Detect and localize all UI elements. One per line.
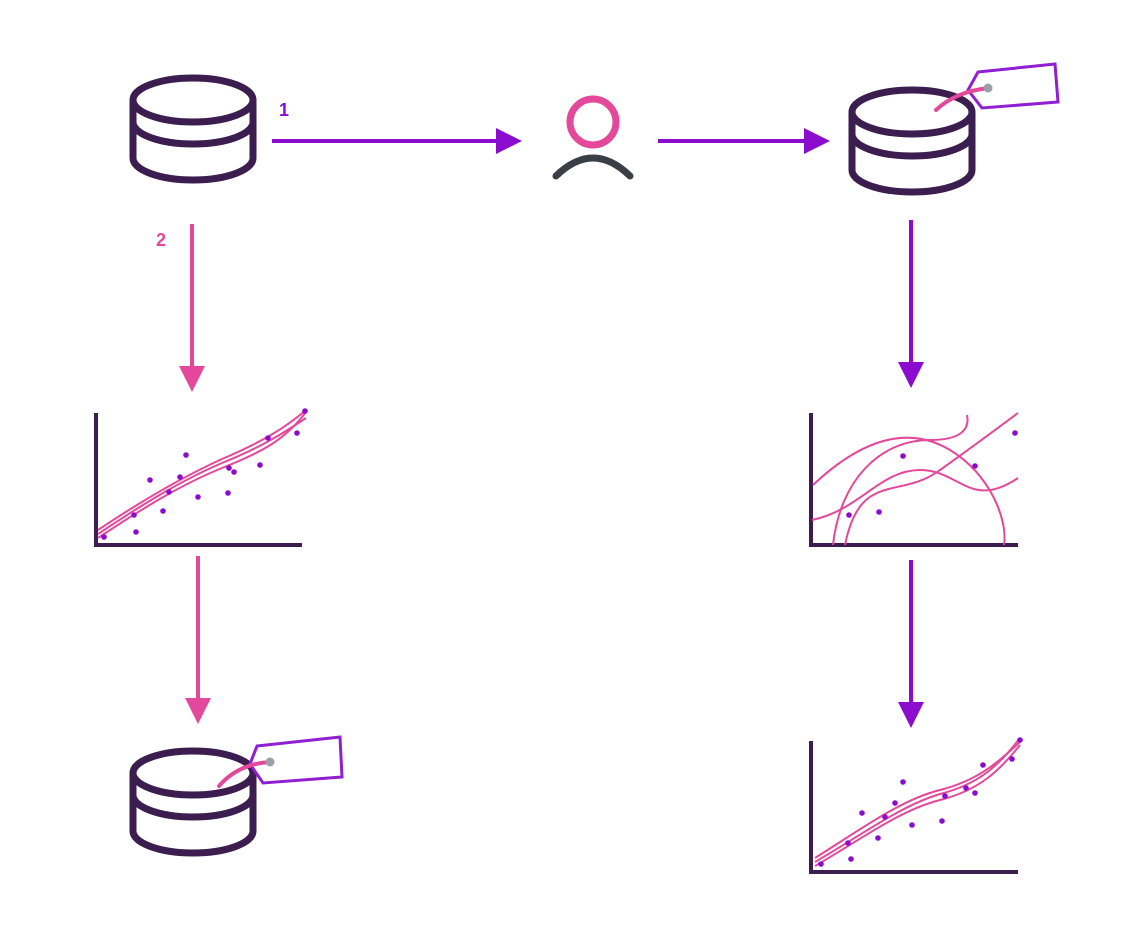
unfitted-chart-icon [809,412,1019,547]
fitted-chart-icon-left [94,408,308,547]
labeled-database-icon [852,90,972,192]
arrow-db-to-person [272,128,522,154]
arrow-db-to-fitted-chart [179,224,205,392]
arrow-fitted-chart-to-labeled-db [185,556,211,724]
fitted-chart-icon-right [809,737,1023,874]
tag-icon-bottom [217,735,344,788]
labeled-database-icon-bottom [133,751,253,853]
arrow-labeled-db-to-unfitted-chart [898,220,924,388]
arrow-unfitted-to-fitted-chart [898,560,924,728]
tag-icon [934,62,1060,112]
person-icon [552,95,634,180]
step-1-label: 1 [279,100,289,120]
arrow-person-to-labeled-db [658,128,830,154]
source-database-icon [133,78,253,180]
step-2-label: 2 [156,230,166,250]
